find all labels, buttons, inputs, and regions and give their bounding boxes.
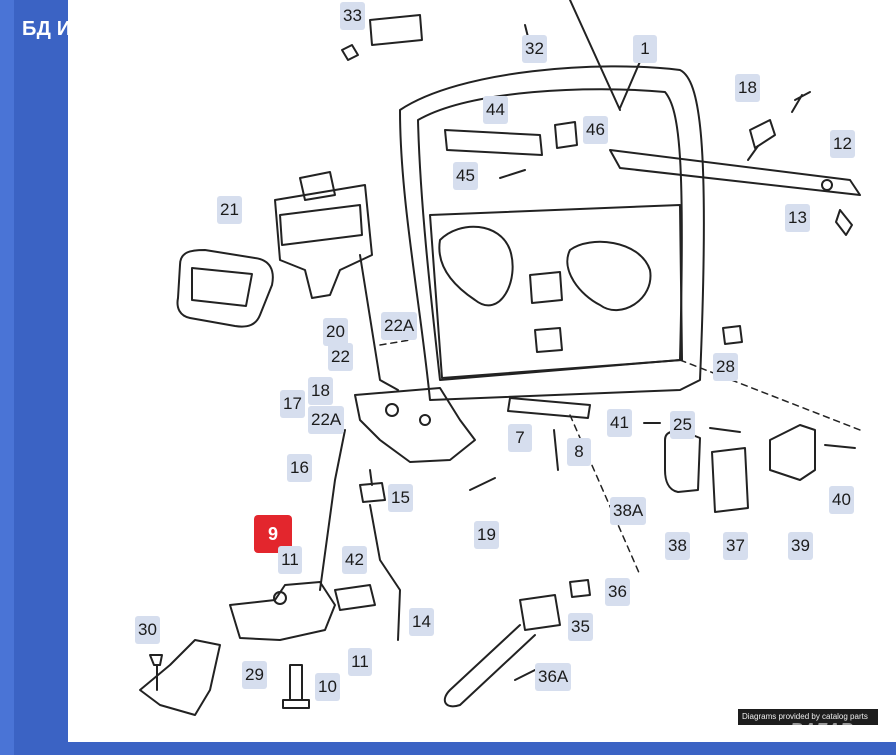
callout-32[interactable]: 32 [522,35,547,63]
trim-ring-21-inner [191,267,253,307]
callout-25[interactable]: 25 [670,411,695,439]
callout-1[interactable]: 1 [633,35,657,63]
callout-20[interactable]: 20 [323,318,348,346]
lock-17 [354,387,476,463]
callout-17[interactable]: 17 [280,390,305,418]
cap-28 [722,325,743,345]
callout-42[interactable]: 42 [342,546,367,574]
callout-45[interactable]: 45 [453,162,478,190]
callout-44[interactable]: 44 [483,96,508,124]
callout-28[interactable]: 28 [713,353,738,381]
leader-line-1 [569,0,621,111]
callout-21[interactable]: 21 [217,196,242,224]
diagram-sheet [68,0,896,742]
screw-25 [709,427,741,433]
callout-16[interactable]: 16 [287,454,312,482]
screw-40 [824,444,856,449]
door-frame-inner [417,88,683,381]
door-frame-outline [399,65,705,401]
actuator-42 [334,584,376,611]
panel-cutout-lower [534,327,563,353]
rod-22 [359,254,399,391]
rod-16 [319,429,346,591]
lock-17-hole [385,403,399,417]
strap-35 [443,624,536,708]
screw-45 [499,169,526,179]
dashed-leaders [379,339,861,576]
hinge-top [369,14,423,46]
pin-8 [553,429,559,471]
callout-38a[interactable]: 38A [610,497,647,525]
callout-14[interactable]: 14 [409,608,434,636]
callout-15[interactable]: 15 [388,484,413,512]
clip-36 [569,579,591,598]
latch-9-screw [273,591,287,605]
strip-7 [507,397,591,419]
gallery-left-edge [0,0,14,755]
handle-20-top [299,171,336,201]
callout-19[interactable]: 19 [474,521,499,549]
callout-11-top[interactable]: 11 [278,546,302,574]
callout-29[interactable]: 29 [242,661,267,689]
callout-36[interactable]: 36 [605,578,630,606]
callout-11[interactable]: 11 [348,648,372,676]
striker-29 [139,639,221,716]
rail-12 [609,149,861,196]
door-inner-panel [429,204,683,379]
callout-41[interactable]: 41 [607,409,632,437]
callout-18-top[interactable]: 18 [735,74,760,102]
lock-17-pin [419,414,431,426]
nut-33 [341,44,359,61]
diagram-credit: Diagrams provided by catalog parts [738,709,878,725]
callout-40[interactable]: 40 [829,486,854,514]
plate-37 [711,447,749,513]
callout-8[interactable]: 8 [567,438,591,466]
switch-18 [749,119,776,149]
callout-22a[interactable]: 22A [308,406,345,434]
latch-9 [229,581,336,641]
callout-33[interactable]: 33 [340,2,365,30]
callout-30[interactable]: 30 [135,616,160,644]
callout-39[interactable]: 39 [788,532,813,560]
door-assembly-drawing [139,0,861,716]
clip-15-stem [369,469,373,486]
handle-20-grip [279,204,363,246]
callout-38[interactable]: 38 [665,532,690,560]
rod-14 [369,504,401,641]
callout-35[interactable]: 35 [568,613,593,641]
screw-19 [469,477,496,491]
callout-37[interactable]: 37 [723,532,748,560]
callout-13[interactable]: 13 [785,204,810,232]
panel-cutout-left [438,225,514,307]
screw-13 [835,209,853,236]
panel-cutout-right [566,240,652,311]
parts-diagram: 33 32 1 18 44 46 12 45 13 21 22A 20 22 2… [80,0,880,728]
callout-7[interactable]: 7 [508,424,532,452]
callout-18[interactable]: 18 [308,377,333,405]
trim-ring-21 [176,249,274,328]
bolt-10 [282,664,310,709]
bumper-38 [664,430,701,493]
callout-10[interactable]: 10 [315,673,340,701]
key-icon [791,91,811,113]
handle-20 [274,184,373,299]
callout-46[interactable]: 46 [583,116,608,144]
screw-30 [149,654,163,691]
site-watermark: BAZAR [790,720,853,740]
rail-bolt [821,179,833,191]
callout-36a[interactable]: 36A [535,663,572,691]
callout-12[interactable]: 12 [830,130,855,158]
clip-15 [359,482,386,503]
clip-46 [554,121,578,149]
seller-name[interactable]: БД Интернешенъл ЕО... [22,18,262,40]
bracket-44 [444,129,543,156]
switch-pin [747,145,759,161]
bracket-35 [519,594,561,631]
hinge-39 [769,424,816,481]
callout-22[interactable]: 22 [328,343,353,371]
screw-36a [514,669,536,681]
panel-cutout-center [529,271,563,304]
callout-22a-top[interactable]: 22A [381,312,418,340]
